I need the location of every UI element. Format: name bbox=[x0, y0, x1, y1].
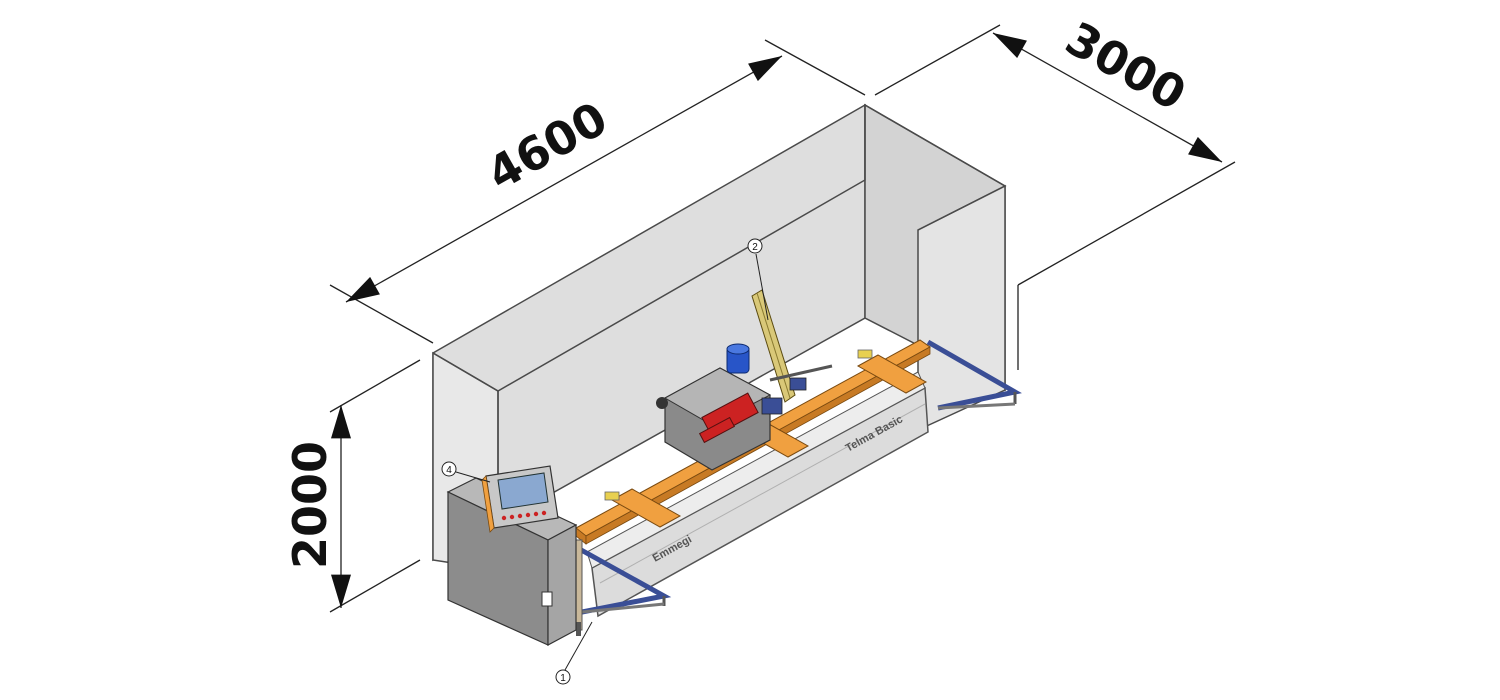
svg-text:1: 1 bbox=[560, 673, 566, 684]
operator-screen bbox=[497, 472, 549, 510]
dimension-height-label: 2000 bbox=[283, 441, 337, 569]
callout-2: 2 bbox=[747, 238, 769, 321]
operator-panel bbox=[481, 465, 559, 533]
control-cabinet bbox=[446, 465, 578, 647]
dimension-depth-line bbox=[992, 32, 1223, 163]
callout-4: 4 bbox=[441, 461, 491, 483]
svg-text:2: 2 bbox=[752, 242, 758, 253]
welding-head bbox=[656, 289, 833, 471]
left-support-arm bbox=[572, 539, 672, 636]
svg-text:4: 4 bbox=[446, 465, 452, 476]
dimension-length-label: 4600 bbox=[478, 91, 616, 201]
right-support-arm bbox=[926, 339, 1022, 411]
dimension-length-line bbox=[345, 55, 783, 303]
dimension-depth-label: 3000 bbox=[1057, 11, 1195, 121]
machine: Telma Basic Emmegi bbox=[446, 289, 1022, 647]
callout-1: 1 bbox=[555, 621, 593, 685]
wall-top-edge bbox=[432, 103, 1007, 392]
dimension-height: 2000 bbox=[283, 359, 421, 613]
